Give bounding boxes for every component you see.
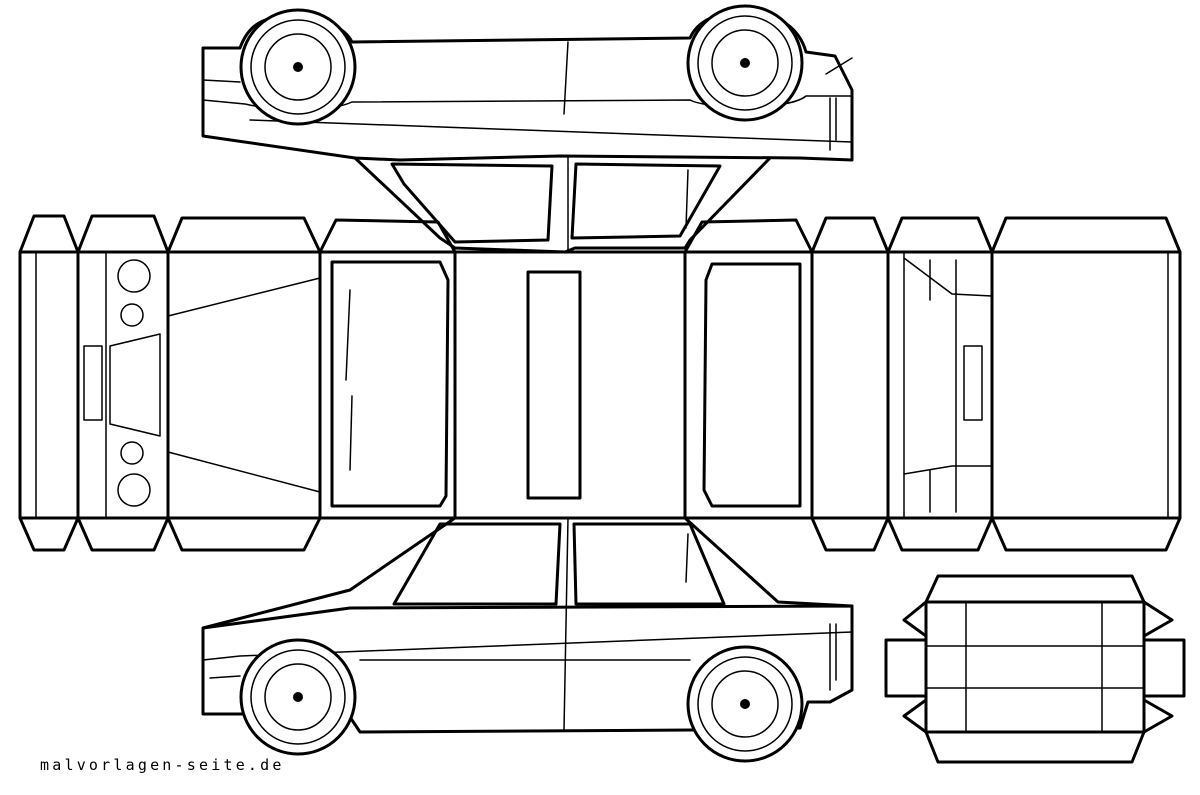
headlight-icon [117, 259, 151, 293]
wheel-top-left [239, 8, 357, 126]
wheel-bottom-left [239, 638, 357, 756]
center-strip [18, 214, 1182, 552]
box-piece [884, 574, 1186, 764]
wheel-top-right [686, 4, 804, 122]
wheel-bottom-right [686, 645, 804, 763]
site-watermark: malvorlagen-seite.de [40, 756, 285, 774]
upper-side-windows [353, 156, 772, 254]
